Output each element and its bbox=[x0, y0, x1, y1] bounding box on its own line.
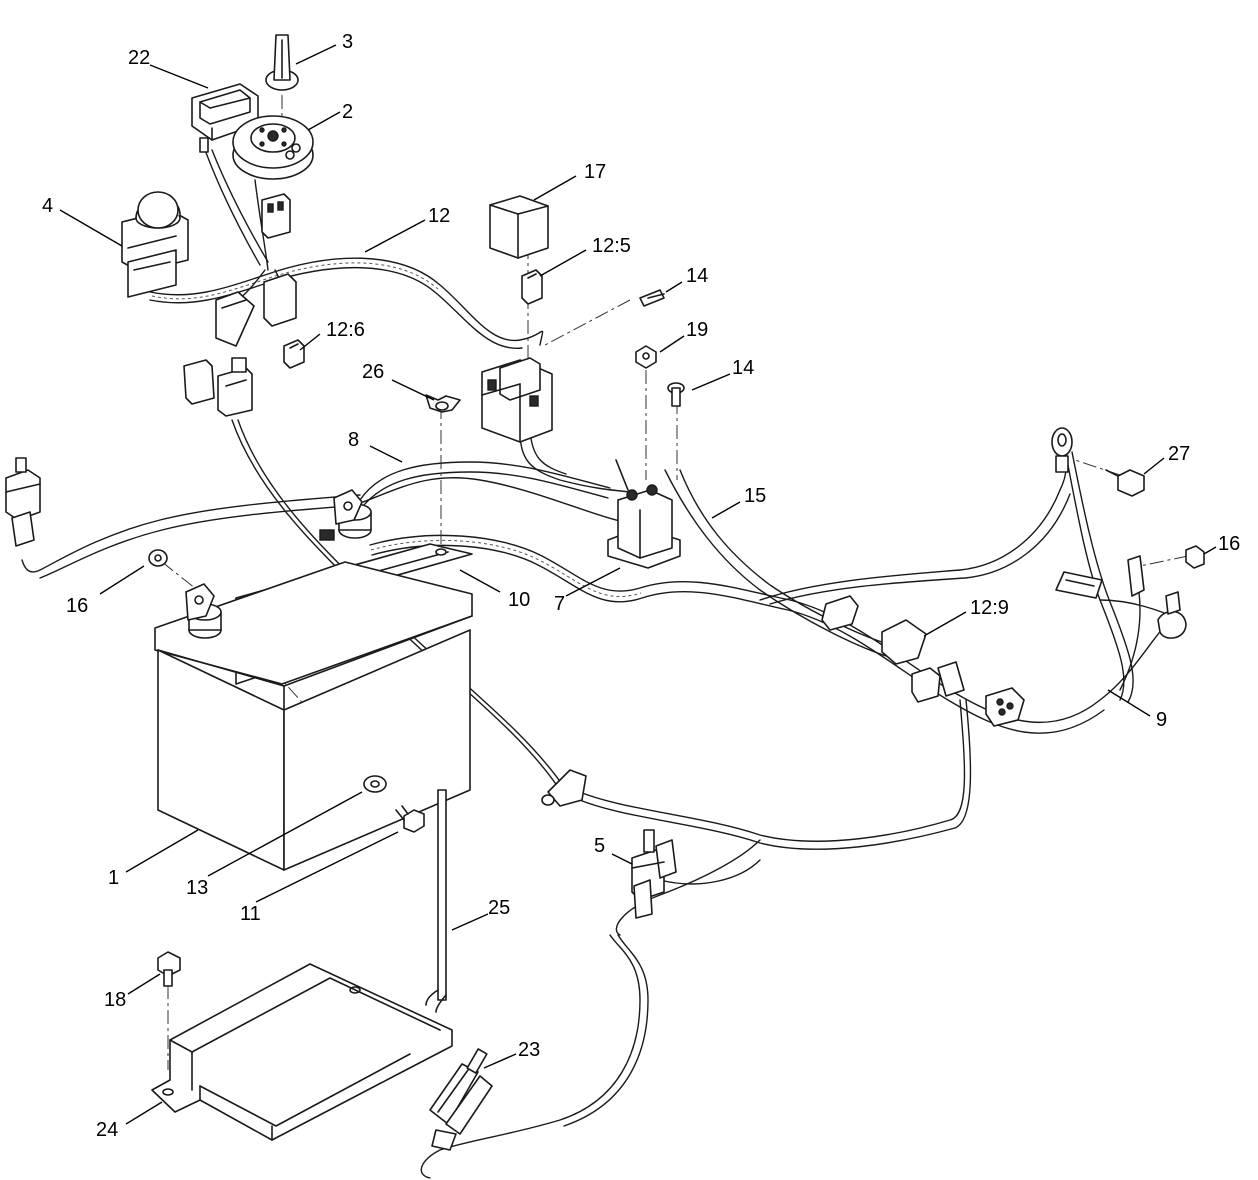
callout-25: 25 bbox=[488, 897, 510, 919]
bolt-part-11 bbox=[395, 805, 425, 833]
bolt-part-27 bbox=[1105, 469, 1145, 497]
callout-8: 8 bbox=[348, 429, 359, 451]
bolt-part-14-lower bbox=[667, 382, 685, 407]
ring-terminal-cables-right bbox=[1051, 427, 1187, 639]
callout-18: 18 bbox=[104, 989, 126, 1011]
callout-4: 4 bbox=[42, 195, 53, 217]
ignition-switch-part-2 bbox=[232, 115, 314, 180]
callout-labels: 22 3 2 17 4 12 12:5 14 12:6 19 26 14 8 2… bbox=[42, 31, 1240, 1141]
ignition-key-part-3 bbox=[265, 34, 299, 91]
harness-connectors-upper bbox=[183, 193, 297, 417]
callout-14-lower: 14 bbox=[732, 357, 754, 379]
relay-part-17 bbox=[489, 195, 549, 259]
switch-part-5 bbox=[631, 829, 677, 919]
starter-solenoid-part-7 bbox=[607, 459, 681, 569]
callout-16-right: 16 bbox=[1218, 533, 1240, 555]
callout-14-upper: 14 bbox=[686, 265, 708, 287]
callout-19: 19 bbox=[686, 319, 708, 341]
nut-part-16-right bbox=[1185, 545, 1205, 569]
callout-9: 9 bbox=[1156, 709, 1167, 731]
callout-11: 11 bbox=[240, 903, 261, 925]
callout-12-9: 12:9 bbox=[970, 597, 1009, 619]
vent-tube-part-25 bbox=[425, 789, 447, 1013]
callout-26: 26 bbox=[362, 361, 384, 383]
battery-part-1 bbox=[154, 489, 473, 871]
fuse-part-12-6 bbox=[283, 339, 305, 369]
callout-24: 24 bbox=[96, 1119, 118, 1141]
callout-22: 22 bbox=[128, 47, 150, 69]
callout-15: 15 bbox=[744, 485, 766, 507]
callout-16-left: 16 bbox=[66, 595, 88, 617]
callout-12: 12 bbox=[428, 205, 450, 227]
switch-part-23 bbox=[429, 1048, 493, 1151]
callout-10: 10 bbox=[508, 589, 530, 611]
callout-5: 5 bbox=[594, 835, 605, 857]
sensor-connector-mid bbox=[541, 769, 587, 807]
bolt-part-14-upper bbox=[639, 289, 665, 307]
callout-17: 17 bbox=[584, 161, 606, 183]
fuse-block bbox=[481, 357, 553, 443]
battery-tray-part-24 bbox=[151, 963, 453, 1141]
callout-2: 2 bbox=[342, 101, 353, 123]
pto-switch-part-4 bbox=[121, 191, 189, 298]
seat-switch-connector-left bbox=[5, 457, 41, 547]
callout-3: 3 bbox=[342, 31, 353, 53]
callout-23: 23 bbox=[518, 1039, 540, 1061]
connector-part-12-9 bbox=[821, 595, 1025, 727]
callout-13: 13 bbox=[186, 877, 208, 899]
leader-lines bbox=[59, 44, 1217, 1125]
callout-27: 27 bbox=[1168, 443, 1190, 465]
callout-12-5: 12:5 bbox=[592, 235, 631, 257]
wing-nut-part-26 bbox=[425, 394, 461, 413]
washer-part-16-left bbox=[148, 549, 168, 567]
callout-7: 7 bbox=[554, 593, 565, 615]
nut-part-19 bbox=[635, 345, 657, 369]
wire-harness bbox=[21, 149, 1181, 1179]
bolt-part-18 bbox=[157, 951, 181, 987]
washer-part-13 bbox=[363, 775, 387, 793]
fuse-part-12-5 bbox=[521, 269, 543, 305]
callout-1: 1 bbox=[108, 867, 119, 889]
callout-12-6: 12:6 bbox=[326, 319, 365, 341]
